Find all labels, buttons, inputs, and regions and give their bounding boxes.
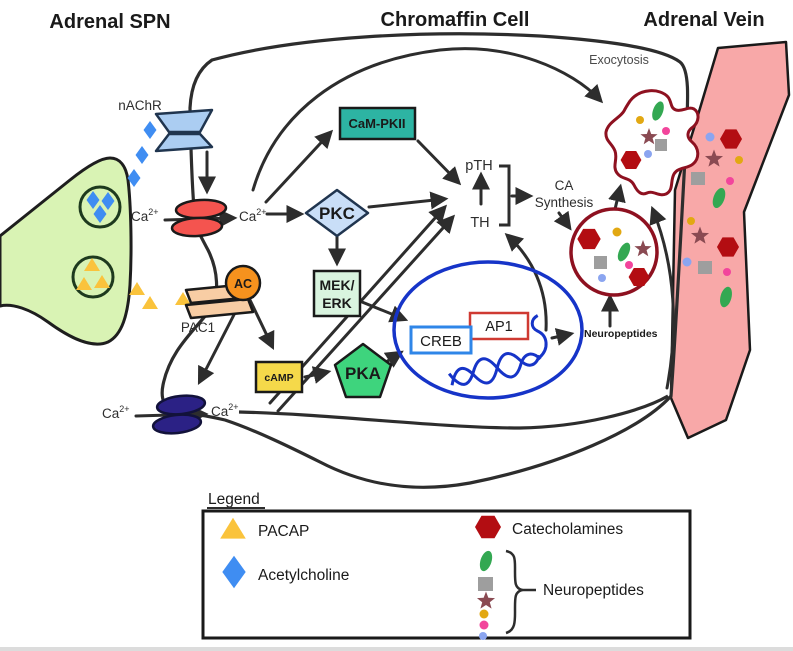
legend: Legend PACAP Acetylcholine Catecholamine… bbox=[201, 491, 692, 640]
legend-neuropeptides-brace bbox=[505, 549, 536, 635]
pth-label: pTH bbox=[465, 158, 492, 174]
mek-label-line2: ERK bbox=[322, 295, 352, 311]
arrow-ca2-to-th-2 bbox=[276, 214, 456, 413]
legend-pacap-label: PACAP bbox=[258, 523, 309, 540]
legend-title: Legend bbox=[208, 491, 260, 508]
ca-channel-navy bbox=[151, 394, 207, 435]
arrow-pkc-to-th bbox=[367, 191, 449, 210]
ac-enzyme: AC bbox=[224, 264, 262, 302]
th-pth-group: pTH TH bbox=[465, 158, 511, 231]
ap1-box: AP1 bbox=[468, 311, 530, 341]
pka-label: PKA bbox=[345, 364, 381, 383]
fusing-vesicle bbox=[604, 89, 700, 197]
mek-label-line1: MEK/ bbox=[320, 277, 355, 293]
fusing-vesicle-contents bbox=[620, 101, 670, 170]
legend-neuropeptides-icons bbox=[476, 550, 496, 640]
creb-label: CREB bbox=[420, 333, 462, 350]
arrow-ca-to-campkii bbox=[264, 129, 334, 204]
ca-channel-red bbox=[170, 198, 228, 238]
arrow-dna-to-th bbox=[504, 232, 548, 332]
acetylcholine-trail bbox=[127, 121, 157, 187]
legend-pacap-icon bbox=[220, 517, 246, 539]
svg-text:Synthesis: Synthesis bbox=[535, 195, 594, 210]
arrow-ac-to-camp bbox=[248, 298, 275, 351]
nachr-receptor bbox=[154, 108, 214, 153]
membrane-inner-line bbox=[238, 394, 669, 430]
dna-helix bbox=[447, 314, 548, 386]
arrow-pka-to-creb bbox=[383, 350, 404, 368]
ac-label: AC bbox=[234, 277, 252, 291]
pacap-trail bbox=[129, 282, 191, 309]
nachr-label: nAChR bbox=[118, 98, 162, 113]
arrow-campkii-to-th bbox=[416, 139, 462, 186]
ca-label-red-out: Ca2+ bbox=[131, 207, 159, 224]
signal-arrows bbox=[134, 47, 675, 424]
svg-text:CA: CA bbox=[555, 178, 574, 193]
pac1-label: PAC1 bbox=[181, 320, 215, 335]
arrow-ca-to-exocytosis bbox=[251, 47, 604, 192]
arrow-casynthesis-to-granule bbox=[553, 210, 572, 231]
legend-catecholamines-icon bbox=[475, 515, 501, 539]
secretory-granule bbox=[569, 207, 659, 297]
mek-erk-box: MEK/ ERK bbox=[312, 269, 362, 318]
neuron-body bbox=[0, 156, 133, 346]
legend-box bbox=[201, 509, 692, 640]
title-adrenal-vein: Adrenal Vein bbox=[643, 9, 764, 31]
campkii-box: CaM-PKII bbox=[338, 106, 417, 141]
bottom-edge-strip bbox=[0, 647, 793, 651]
ca-label-red-in: Ca2+ bbox=[239, 207, 267, 224]
pth-th-bracket bbox=[499, 164, 511, 227]
pkc-label: PKC bbox=[319, 204, 355, 223]
campkii-label: CaM-PKII bbox=[348, 116, 405, 131]
arrow-membrane-to-vesicle bbox=[649, 205, 675, 390]
legend-neuropeptides-label: Neuropeptides bbox=[543, 582, 644, 599]
legend-catecholamines-label: Catecholamines bbox=[512, 521, 623, 538]
neuropeptides-label: Neuropeptides bbox=[584, 328, 658, 340]
nucleus: AP1 CREB bbox=[392, 260, 584, 400]
pkc-node: PKC bbox=[304, 188, 370, 238]
ca-synthesis-label: CA Synthesis bbox=[535, 178, 594, 210]
vein-contents bbox=[682, 129, 743, 308]
vesicle-pacap bbox=[71, 255, 115, 299]
neuron-terminal bbox=[0, 156, 133, 346]
legend-acetylcholine-icon bbox=[222, 555, 246, 589]
exocytosis-label: Exocytosis bbox=[589, 53, 649, 67]
arrow-camp-to-pka bbox=[303, 366, 332, 384]
title-adrenal-spn: Adrenal SPN bbox=[49, 11, 170, 33]
vesicle-ach bbox=[78, 185, 122, 229]
th-label: TH bbox=[470, 215, 489, 231]
ca-label-navy-in: Ca2+ bbox=[211, 402, 239, 419]
pka-node: PKA bbox=[333, 342, 393, 399]
legend-acetylcholine-label: Acetylcholine bbox=[258, 567, 349, 584]
creb-box: CREB bbox=[409, 325, 473, 355]
arrow-ac-to-navy-channel bbox=[197, 301, 242, 386]
title-chromaffin-cell: Chromaffin Cell bbox=[381, 9, 530, 31]
camp-label: cAMP bbox=[264, 372, 293, 384]
camp-box: cAMP bbox=[254, 360, 304, 394]
arrow-dna-to-neuropeptides bbox=[550, 328, 575, 346]
granule-contents bbox=[577, 227, 652, 287]
ap1-label: AP1 bbox=[485, 319, 512, 335]
ca-label-navy-out: Ca2+ bbox=[102, 404, 130, 421]
